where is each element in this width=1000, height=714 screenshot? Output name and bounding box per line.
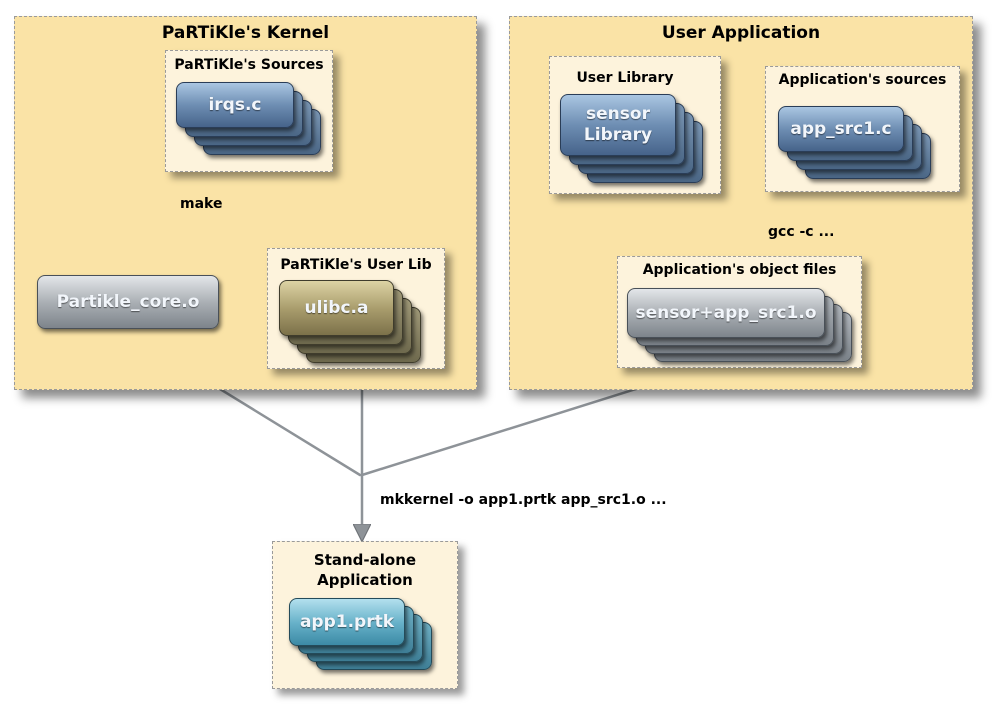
sensor-library-card: sensor Library <box>560 94 676 156</box>
partikle-core-card: Partikle_core.o <box>37 275 219 329</box>
app-src-file-card: app_src1.c <box>778 106 904 152</box>
app1-prtk-card: app1.prtk <box>289 598 405 646</box>
standalone-app-title: Stand-alone Application <box>313 551 417 589</box>
kernel-sources-title: PaRTiKle's Sources <box>174 57 324 73</box>
irqs-file-card: irqs.c <box>176 82 294 128</box>
app-sources-title: Application's sources <box>778 72 947 88</box>
ulibc-file-card: ulibc.a <box>279 280 394 336</box>
make-command-label: make <box>180 196 223 212</box>
mkkernel-command-label: mkkernel -o app1.prtk app_src1.o ... <box>380 492 667 508</box>
app-objects-title: Application's object files <box>642 262 837 278</box>
user-application-title: User Application <box>661 23 821 43</box>
user-library-title: User Library <box>576 70 674 86</box>
object-files-card: sensor+app_src1.o <box>627 288 825 338</box>
kernel-panel-title: PaRTiKle's Kernel <box>161 23 330 43</box>
kernel-userlib-title: PaRTiKle's User Lib <box>280 257 432 273</box>
gcc-command-label: gcc -c ... <box>768 224 835 240</box>
